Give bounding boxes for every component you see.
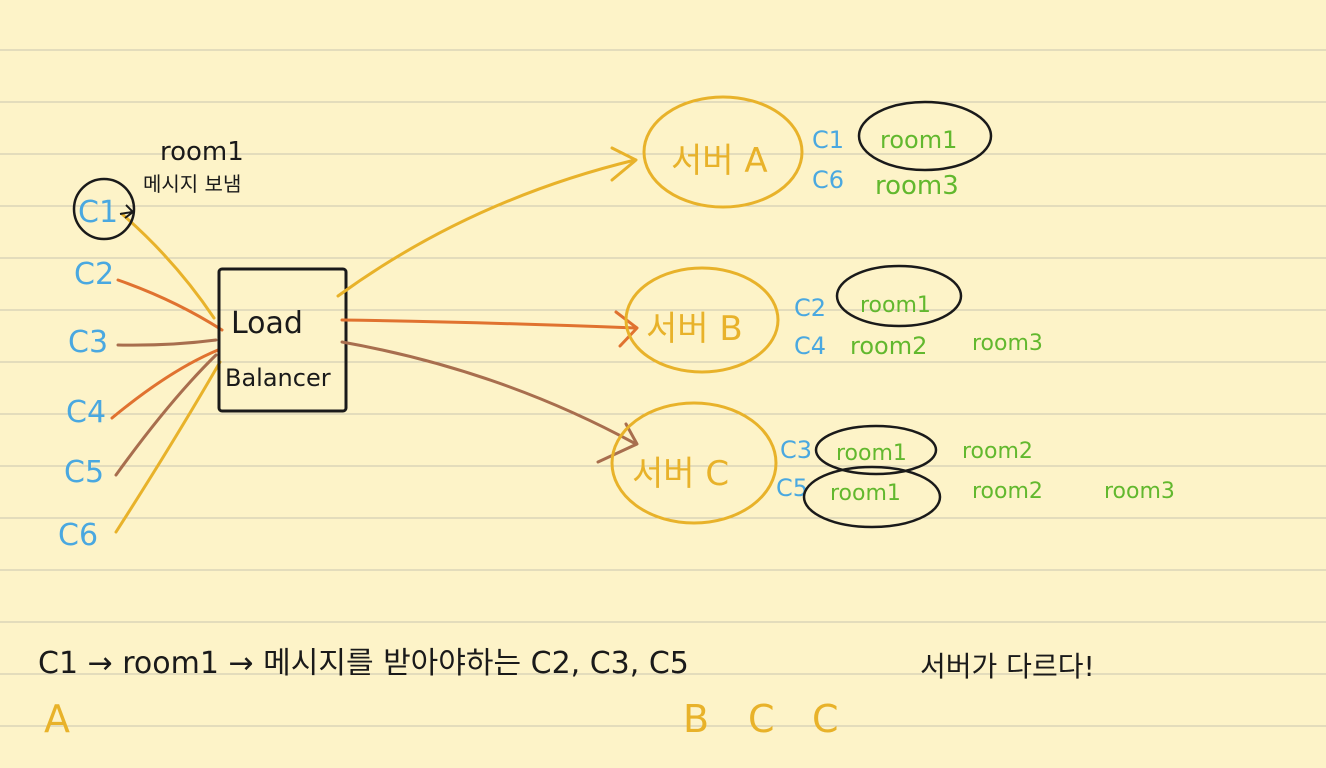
server-c-room-1: room1 bbox=[836, 441, 907, 466]
routing-arrows bbox=[336, 146, 639, 464]
receiver-server-letter-1: B bbox=[683, 697, 709, 741]
load-balancer-label-line2: Balancer bbox=[225, 364, 331, 392]
connection-c4 bbox=[110, 348, 220, 420]
connection-c5 bbox=[114, 353, 218, 477]
arrow-head-server-c-icon bbox=[596, 422, 639, 464]
server-c-room-3: room1 bbox=[830, 481, 901, 506]
note-message-sent: 메시지 보냄 bbox=[143, 172, 241, 196]
connection-c6 bbox=[114, 360, 222, 534]
client-label-c3: C3 bbox=[68, 325, 108, 360]
server-c-client-1: C3 bbox=[780, 436, 812, 464]
server-c-label: 서버 C bbox=[632, 454, 729, 494]
arrow-head-server-a-icon bbox=[610, 146, 638, 182]
server-b-room-2: room2 bbox=[850, 332, 927, 360]
bottom-explanation: C1 → room1 → 메시지를 받아야하는 C2, C3, C5 서버가 다… bbox=[38, 646, 1095, 741]
load-balancer-box bbox=[217, 267, 348, 413]
server-a: 서버 A C1 room1 C6 room3 bbox=[642, 95, 993, 209]
connection-c3 bbox=[116, 338, 218, 347]
server-a-label: 서버 A bbox=[671, 141, 768, 181]
receiver-server-letter-3: C bbox=[812, 697, 839, 741]
connection-c2 bbox=[116, 278, 224, 332]
client-list: C1 C2 C3 C4 C5 C6 bbox=[58, 195, 118, 553]
bottom-conclusion: 서버가 다르다! bbox=[920, 650, 1095, 683]
connection-c1 bbox=[120, 212, 216, 320]
sender-c1-circle bbox=[72, 177, 136, 241]
load-balancer-label-line1: Load bbox=[231, 306, 303, 341]
server-c: 서버 C C3 room1 room2 C5 room1 room2 room3 bbox=[610, 401, 1175, 529]
c1-arrow-icon bbox=[119, 204, 135, 219]
server-c-room-2: room2 bbox=[962, 439, 1033, 464]
server-b-client-1: C2 bbox=[794, 294, 826, 322]
bottom-sentence: C1 → room1 → 메시지를 받아야하는 C2, C3, C5 bbox=[38, 646, 689, 681]
server-a-room1-circle bbox=[857, 100, 993, 172]
arrow-to-server-c bbox=[340, 340, 638, 446]
server-c-room-5: room3 bbox=[1104, 479, 1175, 504]
client-label-c5: C5 bbox=[64, 455, 104, 490]
client-label-c1: C1 bbox=[78, 195, 118, 230]
receiver-server-letter-2: C bbox=[748, 697, 775, 741]
server-b-room1-circle bbox=[835, 264, 963, 328]
arrow-head-server-b-icon bbox=[614, 310, 639, 348]
client-label-c6: C6 bbox=[58, 518, 98, 553]
server-b-room-1: room1 bbox=[860, 293, 931, 318]
server-a-client-1: C1 bbox=[812, 126, 844, 154]
client-label-c2: C2 bbox=[74, 257, 114, 292]
arrow-to-server-b bbox=[340, 318, 638, 330]
server-c-client-2: C5 bbox=[776, 474, 808, 502]
sender-server-letter: A bbox=[44, 697, 70, 741]
client-connections bbox=[110, 212, 224, 534]
server-a-client-2: C6 bbox=[812, 166, 844, 194]
server-c-room-4: room2 bbox=[972, 479, 1043, 504]
server-a-room-1: room1 bbox=[880, 126, 957, 154]
server-b-client-2: C4 bbox=[794, 332, 826, 360]
server-c-room1-circle-2 bbox=[802, 465, 942, 529]
client-label-c4: C4 bbox=[66, 395, 106, 430]
note-room1: room1 bbox=[160, 137, 244, 167]
server-b-label: 서버 B bbox=[646, 309, 743, 349]
arrow-to-server-a bbox=[336, 158, 637, 298]
server-a-room-2: room3 bbox=[875, 171, 959, 201]
server-b: 서버 B C2 room1 C4 room2 room3 bbox=[624, 264, 1043, 374]
server-b-room-3: room3 bbox=[972, 331, 1043, 356]
server-c-room1-circle-1 bbox=[814, 424, 938, 476]
